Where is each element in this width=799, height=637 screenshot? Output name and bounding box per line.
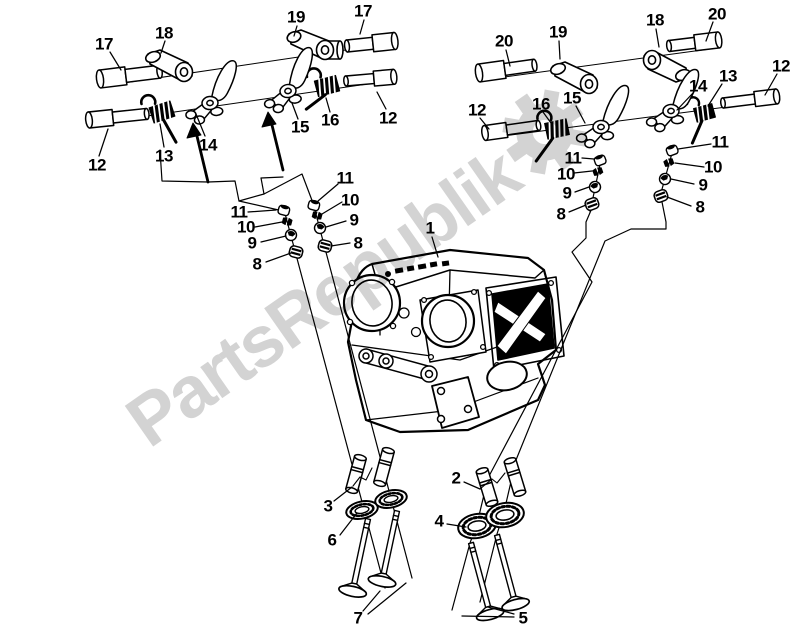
head-lower-details (358, 348, 528, 429)
valve-guide-3 (345, 453, 367, 495)
opening-rocker-15 (263, 46, 314, 114)
callout-15: 15 (563, 88, 581, 108)
callout-10: 10 (704, 157, 722, 177)
callout-16: 16 (532, 94, 550, 114)
closing-rocker-19 (286, 29, 344, 61)
collets-10 (311, 211, 323, 220)
callout-11: 11 (230, 202, 248, 222)
closing-rocker-18 (144, 49, 194, 83)
collets-10 (592, 167, 604, 176)
valve-top-parts (277, 144, 679, 259)
callout-10: 10 (341, 190, 359, 210)
spring-seat-8 (288, 245, 304, 259)
valve-seal-6 (374, 489, 408, 509)
callout-leader-lines (98, 19, 778, 618)
callout-5: 5 (518, 608, 528, 628)
callout-20: 20 (708, 4, 726, 24)
valve-7 (338, 517, 372, 598)
callout-9: 9 (562, 183, 572, 203)
valve-guide-2 (503, 456, 527, 498)
callout-8: 8 (556, 204, 566, 224)
spring-retainer-9 (313, 221, 327, 235)
callout-6: 6 (327, 530, 337, 550)
opening-rocker-14 (185, 60, 237, 125)
callout-7: 7 (353, 608, 363, 628)
valve-5 (467, 541, 505, 622)
spring-seat-8 (653, 188, 669, 204)
callout-12: 12 (772, 56, 790, 76)
callout-18: 18 (646, 10, 664, 30)
torsion-spring-13 (139, 93, 178, 144)
valve-seal-4 (485, 501, 525, 529)
callout-17: 17 (95, 34, 113, 54)
spring-retainer-9 (588, 180, 602, 194)
rocker-shaft-12-left (84, 107, 150, 129)
spring-retainer-9 (658, 172, 672, 186)
callout-14: 14 (689, 76, 707, 96)
valve-guide-3 (373, 446, 395, 488)
callout-15: 15 (291, 117, 309, 137)
callout-4: 4 (434, 511, 444, 531)
callout-10: 10 (237, 217, 255, 237)
cylinder-head (342, 248, 565, 434)
callout-12: 12 (379, 108, 397, 128)
shim-cap-11 (307, 199, 321, 212)
callout-11: 11 (564, 148, 582, 168)
shim-cap-11 (665, 144, 679, 157)
closing-rocker-19 (549, 61, 599, 95)
callout-12: 12 (468, 100, 486, 120)
opening-rocker-15 (575, 84, 630, 149)
callout-12: 12 (88, 155, 106, 175)
rocker-group-left (84, 29, 399, 144)
collets-10 (281, 217, 293, 226)
valve-5 (493, 533, 531, 612)
assembly-arrows (186, 111, 285, 184)
callout-11: 11 (336, 168, 354, 188)
rocker-shaft-12-left (481, 119, 542, 142)
guide-bracket (479, 472, 506, 490)
callout-17: 17 (354, 1, 372, 21)
callout-9: 9 (349, 210, 359, 230)
rocker-shaft-20-right (665, 31, 723, 53)
valve-7 (367, 509, 401, 588)
callout-8: 8 (353, 233, 363, 253)
callout-8: 8 (252, 254, 262, 274)
spring-seat-8 (584, 196, 600, 212)
callout-1: 1 (425, 218, 435, 238)
callout-13: 13 (155, 146, 173, 166)
rocker-group-right (474, 31, 781, 163)
rocker-shaft-20-left (474, 58, 538, 83)
casting-marks (385, 260, 450, 277)
callout-9: 9 (247, 233, 257, 253)
callout-19: 19 (549, 22, 567, 42)
callout-3: 3 (323, 496, 333, 516)
valve-guide-2 (475, 466, 499, 508)
shim-cap-11 (593, 154, 607, 167)
collets-10 (663, 158, 675, 167)
callout-13: 13 (719, 66, 737, 86)
callout-20: 20 (495, 31, 513, 51)
rocker-shaft-12-right (343, 68, 398, 87)
callout-16: 16 (321, 110, 339, 130)
callout-2: 2 (451, 468, 461, 488)
guide-bracket (352, 467, 373, 487)
rocker-shaft-12-right (719, 88, 781, 109)
valve-seal-6 (345, 500, 379, 520)
callout-14: 14 (199, 135, 217, 155)
shim-cap-11 (277, 204, 291, 217)
callout-19: 19 (287, 7, 305, 27)
callout-11: 11 (711, 132, 729, 152)
opening-rocker-14 (645, 68, 700, 133)
callout-9: 9 (698, 175, 708, 195)
rocker-shaft-17-right (343, 31, 399, 53)
callout-10: 10 (557, 164, 575, 184)
valve-assembly (338, 446, 531, 622)
callout-8: 8 (695, 197, 705, 217)
spring-seat-8 (317, 239, 333, 253)
callout-18: 18 (155, 23, 173, 43)
spring-retainer-9 (284, 228, 298, 242)
